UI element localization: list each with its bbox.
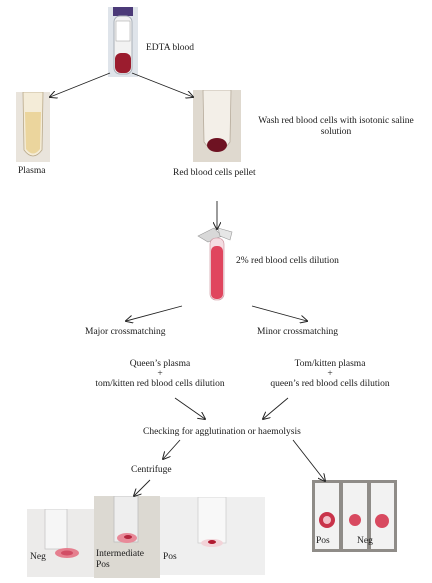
- pos-tube-photo: [160, 497, 265, 575]
- arrow-to-centrifuge: [163, 439, 181, 459]
- intermediate-pos-label: Intermediate Pos: [96, 549, 145, 570]
- major-recipe-line2: tom/kitten red blood cells dilution: [95, 379, 225, 389]
- centrifuge-label: Centrifuge: [131, 465, 172, 475]
- arrow-to-major: [126, 305, 183, 321]
- edta-tube-photo: [108, 7, 138, 77]
- rbc-pellet-photo: [193, 90, 241, 162]
- minor-recipe-line1: Tom/kitten plasma: [294, 359, 366, 369]
- neg-tube-photo: [27, 509, 94, 577]
- arrow-to-tubes: [134, 479, 151, 496]
- slide-pos-label: Pos: [316, 536, 330, 546]
- major-crossmatching-label: Major crossmatching: [85, 327, 166, 337]
- checking-label: Checking for agglutination or haemolysis: [143, 427, 301, 437]
- major-recipe-plus: +: [157, 369, 163, 379]
- arrow-to-minor: [251, 305, 307, 321]
- minor-recipe-plus: +: [327, 369, 333, 379]
- arrow-minor-to-check: [263, 397, 289, 419]
- arrow-to-slides: [292, 439, 325, 481]
- minor-recipe-line2: queen’s red blood cells dilution: [270, 379, 390, 389]
- slide-test-photo: [312, 480, 397, 552]
- plasma-tube-photo: [16, 92, 50, 162]
- dilution-tube-photo: [196, 222, 238, 304]
- wash-step-label: Wash red blood cells with isotonic salin…: [258, 116, 414, 137]
- dilution-label: 2% red blood cells dilution: [236, 256, 339, 266]
- arrow-to-plasma: [50, 72, 111, 97]
- arrow-to-pellet: [131, 72, 193, 97]
- slide-neg-label: Neg: [357, 536, 373, 546]
- edta-blood-label: EDTA blood: [146, 43, 195, 53]
- plasma-label: Plasma: [18, 166, 46, 176]
- rbc-pellet-label: Red blood cells pellet: [173, 168, 256, 178]
- intermediate-pos-tube-photo: [94, 496, 160, 578]
- major-recipe-line1: Queen’s plasma: [129, 359, 191, 369]
- neg-label: Neg: [30, 552, 46, 562]
- minor-crossmatching-label: Minor crossmatching: [257, 327, 339, 337]
- pos-label: Pos: [163, 552, 177, 562]
- arrow-major-to-check: [174, 397, 205, 419]
